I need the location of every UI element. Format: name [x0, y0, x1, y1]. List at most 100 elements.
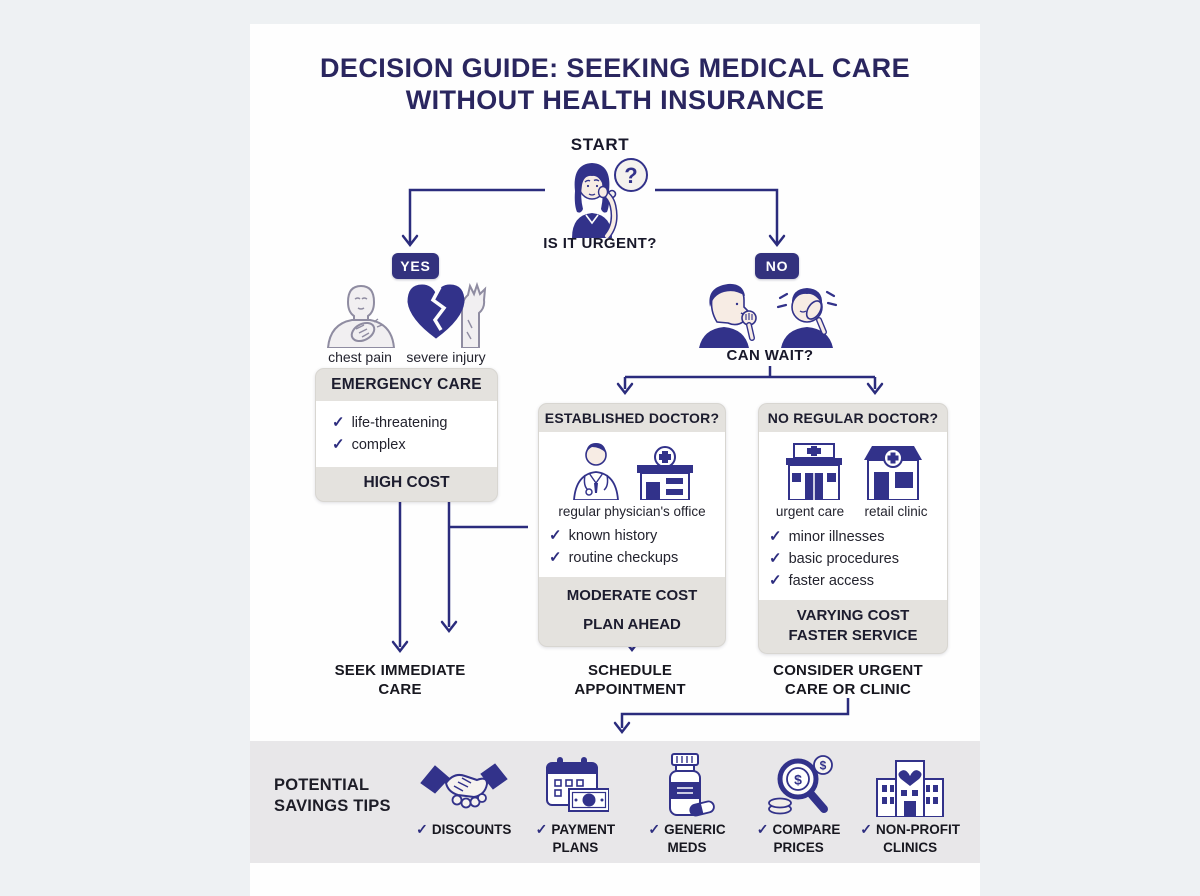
- doctor-icon: [573, 443, 619, 500]
- savings-label-text: DISCOUNTS: [431, 822, 512, 837]
- savings-icon-box: [658, 741, 716, 817]
- svg-text:$: $: [794, 772, 802, 788]
- check-item: basic procedures: [769, 547, 937, 569]
- no-badge: NO: [755, 253, 799, 279]
- savings-item-label: COMPARE PRICES: [757, 820, 841, 856]
- established-card-body: regular physician's office known history…: [539, 432, 725, 577]
- savings-label-text: COMPARE: [772, 822, 841, 837]
- retail-clinic-building-icon: [864, 446, 922, 500]
- pill-bottle-icon: [668, 753, 715, 817]
- outcome-line: SEEK IMMEDIATE: [334, 662, 466, 679]
- clinic-building-icon: [637, 446, 693, 500]
- check-icon: [648, 821, 660, 837]
- no-doctor-card-icons: [769, 439, 937, 500]
- check-icon: [332, 435, 345, 453]
- no-doctor-icon-labels: urgent care retail clinic: [769, 500, 937, 525]
- coughing-man-icon: [699, 283, 757, 348]
- emergency-card-footer: HIGH COST: [363, 474, 450, 491]
- savings-tips-bar: POTENTIAL SAVINGS TIPS: [250, 741, 980, 863]
- savings-label-line: COMPARE: [757, 820, 841, 839]
- yes-badge: YES: [392, 253, 439, 279]
- savings-label-line: GENERIC: [648, 820, 725, 839]
- savings-item-label: GENERIC MEDS: [648, 820, 725, 856]
- svg-text:$: $: [819, 759, 826, 773]
- savings-tips-title: POTENTIAL SAVINGS TIPS: [274, 775, 408, 863]
- check-label: minor illnesses: [788, 529, 885, 545]
- hospital-heart-icon: [876, 760, 945, 817]
- check-label: known history: [568, 528, 658, 544]
- page-title-line1: DECISION GUIDE: SEEKING MEDICAL CARE: [320, 53, 910, 83]
- no-doctor-card-body: urgent care retail clinic minor illnesse…: [759, 432, 947, 600]
- check-icon: [769, 571, 782, 589]
- urgent-care-building-icon: [786, 443, 842, 500]
- outcome-seek-immediate-care: SEEK IMMEDIATE CARE: [315, 662, 485, 700]
- no-doctor-card-footer: VARYING COST FASTER SERVICE: [759, 600, 947, 653]
- retail-clinic-label: retail clinic: [864, 504, 928, 519]
- magnifier-dollar-icon: $ $: [767, 755, 833, 815]
- savings-label-text: NON-PROFIT: [876, 822, 961, 837]
- severe-injury-icon: [407, 281, 487, 348]
- page-title: DECISION GUIDE: SEEKING MEDICAL CARE WIT…: [265, 52, 965, 117]
- outcome-line: CONSIDER URGENT: [773, 662, 923, 679]
- savings-label-text: MEDS: [667, 839, 707, 855]
- no-doctor-card-header: NO REGULAR DOCTOR?: [767, 410, 939, 426]
- savings-label-line: DISCOUNTS: [416, 820, 511, 839]
- check-icon: [757, 821, 769, 837]
- chest-pain-icon: [326, 284, 396, 348]
- svg-text:?: ?: [624, 163, 637, 188]
- no-doctor-footer-line1: VARYING COST: [796, 607, 910, 624]
- established-footer-line1: MODERATE COST: [566, 587, 698, 604]
- page-title-line2: WITHOUT HEALTH INSURANCE: [405, 85, 825, 116]
- savings-item-label: PAYMENT PLANS: [536, 820, 616, 856]
- check-icon: [549, 526, 562, 544]
- established-card-icons: [549, 439, 715, 500]
- savings-item-generic-meds: GENERIC MEDS: [631, 741, 743, 863]
- check-icon: [549, 548, 562, 566]
- check-item: minor illnesses: [769, 525, 937, 547]
- start-label: START: [570, 135, 630, 154]
- savings-icon-box: [873, 741, 947, 817]
- handshake-icon: [420, 763, 508, 809]
- check-label: basic procedures: [788, 551, 899, 567]
- check-icon: [769, 527, 782, 545]
- savings-item-discounts: DISCOUNTS: [408, 741, 520, 863]
- outcome-line: CARE OR CLINIC: [784, 680, 912, 698]
- savings-item-label: NON-PROFIT CLINICS: [860, 820, 960, 856]
- emergency-care-card: EMERGENCY CARE life-threatening complex …: [315, 368, 498, 502]
- infographic-panel: DECISION GUIDE: SEEKING MEDICAL CARE WIT…: [250, 24, 980, 896]
- distressed-man-icon: [776, 288, 838, 348]
- savings-label-text: GENERIC: [664, 822, 726, 837]
- severe-injury-label: severe injury: [406, 349, 486, 365]
- established-card-caption: regular physician's office: [558, 504, 706, 519]
- savings-label-line: PAYMENT: [536, 820, 616, 839]
- check-icon: [332, 413, 345, 431]
- savings-label-text: PRICES: [773, 839, 824, 855]
- savings-icon-box: $ $: [763, 741, 835, 817]
- savings-item-compare-prices: $ $ COMPARE PRICES: [743, 741, 855, 863]
- savings-item-label: DISCOUNTS: [416, 820, 511, 839]
- check-label: complex: [351, 437, 406, 453]
- check-label: life-threatening: [351, 415, 448, 431]
- established-footer-line2: PLAN AHEAD: [583, 616, 681, 633]
- no-doctor-footer-line2: FASTER SERVICE: [788, 626, 918, 644]
- check-icon: [860, 821, 872, 837]
- check-icon: [536, 821, 548, 837]
- outcome-consider-urgent-care: CONSIDER URGENT CARE OR CLINIC: [763, 662, 933, 700]
- savings-item-nonprofit-clinics: NON-PROFIT CLINICS: [854, 741, 966, 863]
- check-label: faster access: [788, 573, 874, 589]
- savings-item-payment-plans: PAYMENT PLANS: [520, 741, 632, 863]
- savings-title-line: SAVINGS TIPS: [274, 797, 391, 816]
- savings-label-text: CLINICS: [883, 839, 938, 855]
- outcome-line: SCHEDULE: [587, 662, 673, 679]
- check-item: faster access: [769, 569, 937, 591]
- savings-title-line: POTENTIAL: [274, 776, 370, 794]
- can-wait-question-label: CAN WAIT?: [726, 347, 814, 364]
- check-item: known history: [549, 524, 715, 546]
- check-item: complex: [332, 433, 485, 455]
- outcome-line: APPOINTMENT: [574, 680, 686, 698]
- check-icon: [416, 821, 428, 837]
- savings-label-text: PLANS: [552, 839, 599, 855]
- savings-label-line: NON-PROFIT: [860, 820, 960, 839]
- emergency-card-body: life-threatening complex: [316, 401, 497, 467]
